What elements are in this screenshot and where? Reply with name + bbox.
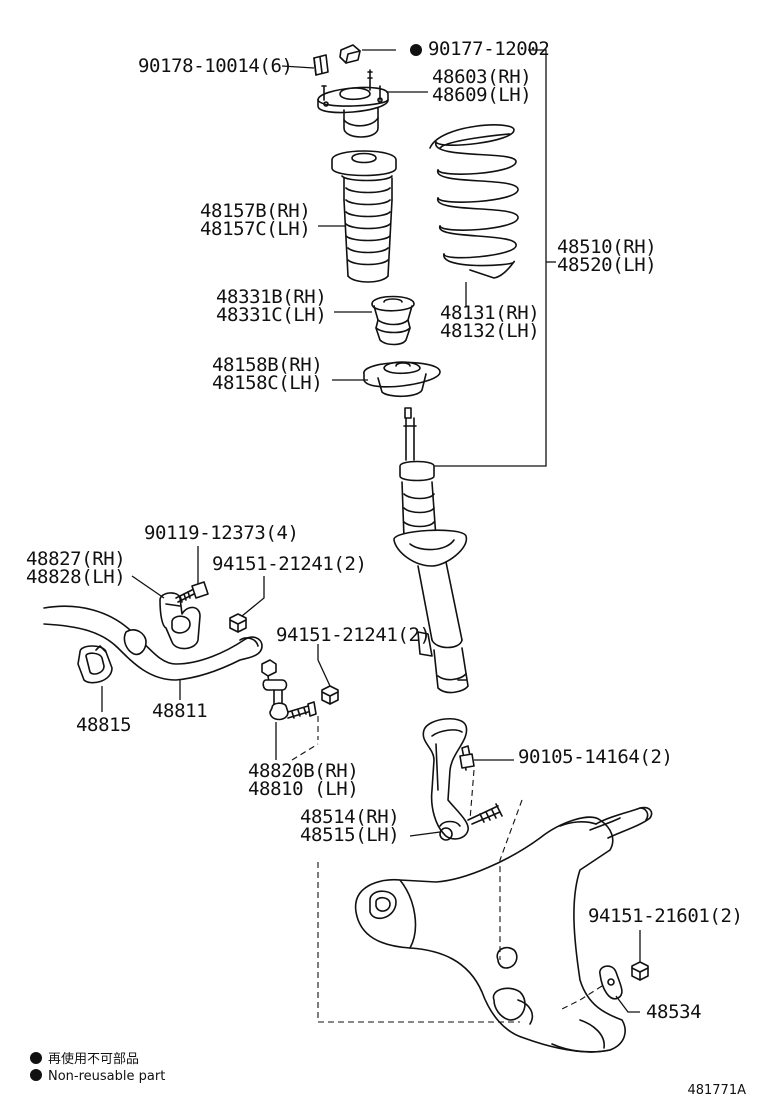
leader-90178: [281, 65, 315, 69]
non-reusable-dot-icon: [30, 1052, 42, 1064]
label-48158c[interactable]: 48158C(LH): [212, 372, 323, 394]
label-48158b[interactable]: 48158B(RH): [212, 354, 323, 376]
label-48331b[interactable]: 48331B(RH): [216, 286, 327, 308]
leader-48514: [409, 831, 441, 837]
bump-boot: [331, 150, 397, 283]
label-48132[interactable]: 48132(LH): [440, 320, 540, 342]
label-48510[interactable]: 48510(RH): [557, 236, 657, 258]
stabilizer-bracket: [159, 592, 201, 650]
non-reusable-dot-icon: [410, 44, 422, 56]
label-48534[interactable]: 48534: [646, 1001, 702, 1023]
lower-arm: [354, 806, 653, 1053]
label-48827[interactable]: 48827(RH): [26, 548, 126, 570]
legend-jp-text: 再使用不可部品: [48, 1052, 140, 1067]
stabilizer-link: [261, 659, 317, 721]
label-48815[interactable]: 48815: [76, 714, 132, 736]
label-90119[interactable]: 90119-12373(4): [144, 522, 299, 544]
legend-jp: 再使用不可部品: [30, 1048, 139, 1067]
label-90177[interactable]: 90177-12002: [410, 38, 550, 60]
nut-94151-a: [229, 613, 247, 633]
diagram-code: 481771A: [687, 1083, 746, 1098]
label-48515[interactable]: 48515(LH): [300, 824, 400, 846]
upper-support-mount: [317, 69, 389, 138]
label-48810[interactable]: 48810 (LH): [248, 778, 359, 800]
stabilizer-bushing: [77, 645, 113, 684]
bolt-90119: [175, 581, 209, 603]
label-90177-text: 90177-12002: [428, 38, 550, 60]
label-48520[interactable]: 48520(LH): [557, 254, 657, 276]
bound-stopper: [371, 295, 415, 346]
label-90178[interactable]: 90178-10014(6): [138, 55, 293, 77]
leader-48827: [131, 575, 165, 599]
label-48157b[interactable]: 48157B(RH): [200, 200, 311, 222]
label-94151-21601[interactable]: 94151-21601(2): [588, 905, 743, 927]
label-48331c[interactable]: 48331C(LH): [216, 304, 327, 326]
label-48828[interactable]: 48828(LH): [26, 566, 126, 588]
legend-en: Non-reusable part: [30, 1069, 165, 1084]
label-48603[interactable]: 48603(RH): [432, 66, 532, 88]
label-48609[interactable]: 48609(LH): [432, 84, 532, 106]
leader-48534: [615, 995, 640, 1013]
nut-90178: [313, 54, 329, 76]
label-48514[interactable]: 48514(RH): [300, 806, 400, 828]
label-94151-21241-a[interactable]: 94151-21241(2): [212, 553, 367, 575]
label-48131[interactable]: 48131(RH): [440, 302, 540, 324]
leader-94151-b: [317, 644, 331, 687]
nut-90177: [339, 44, 361, 64]
leader-94151-a: [241, 576, 265, 617]
nut-94151-b: [321, 685, 339, 705]
leader-48510-bracket: [434, 49, 547, 467]
label-48157c[interactable]: 48157C(LH): [200, 218, 311, 240]
label-48811[interactable]: 48811: [152, 700, 208, 722]
dash-bolt-arm: [499, 799, 523, 960]
non-reusable-dot-icon: [30, 1069, 42, 1081]
coil-spring: [429, 124, 519, 279]
label-90105[interactable]: 90105-14164(2): [518, 746, 673, 768]
dash-bolt-arm-2: [469, 769, 475, 821]
dash-link-arm: [317, 862, 520, 1023]
shock-bracket: [422, 718, 503, 841]
dash-link-top: [291, 743, 319, 761]
shock-absorber: [393, 407, 469, 694]
label-48820b[interactable]: 48820B(RH): [248, 760, 359, 782]
dash-bush: [559, 985, 603, 1011]
spring-insulator: [363, 361, 441, 398]
nut-94151-21601: [631, 961, 649, 981]
label-94151-21241-b[interactable]: 94151-21241(2): [276, 624, 431, 646]
legend-en-text: Non-reusable part: [48, 1069, 166, 1084]
stabilizer-bar: [43, 605, 263, 681]
bushing-48534: [599, 965, 623, 1000]
